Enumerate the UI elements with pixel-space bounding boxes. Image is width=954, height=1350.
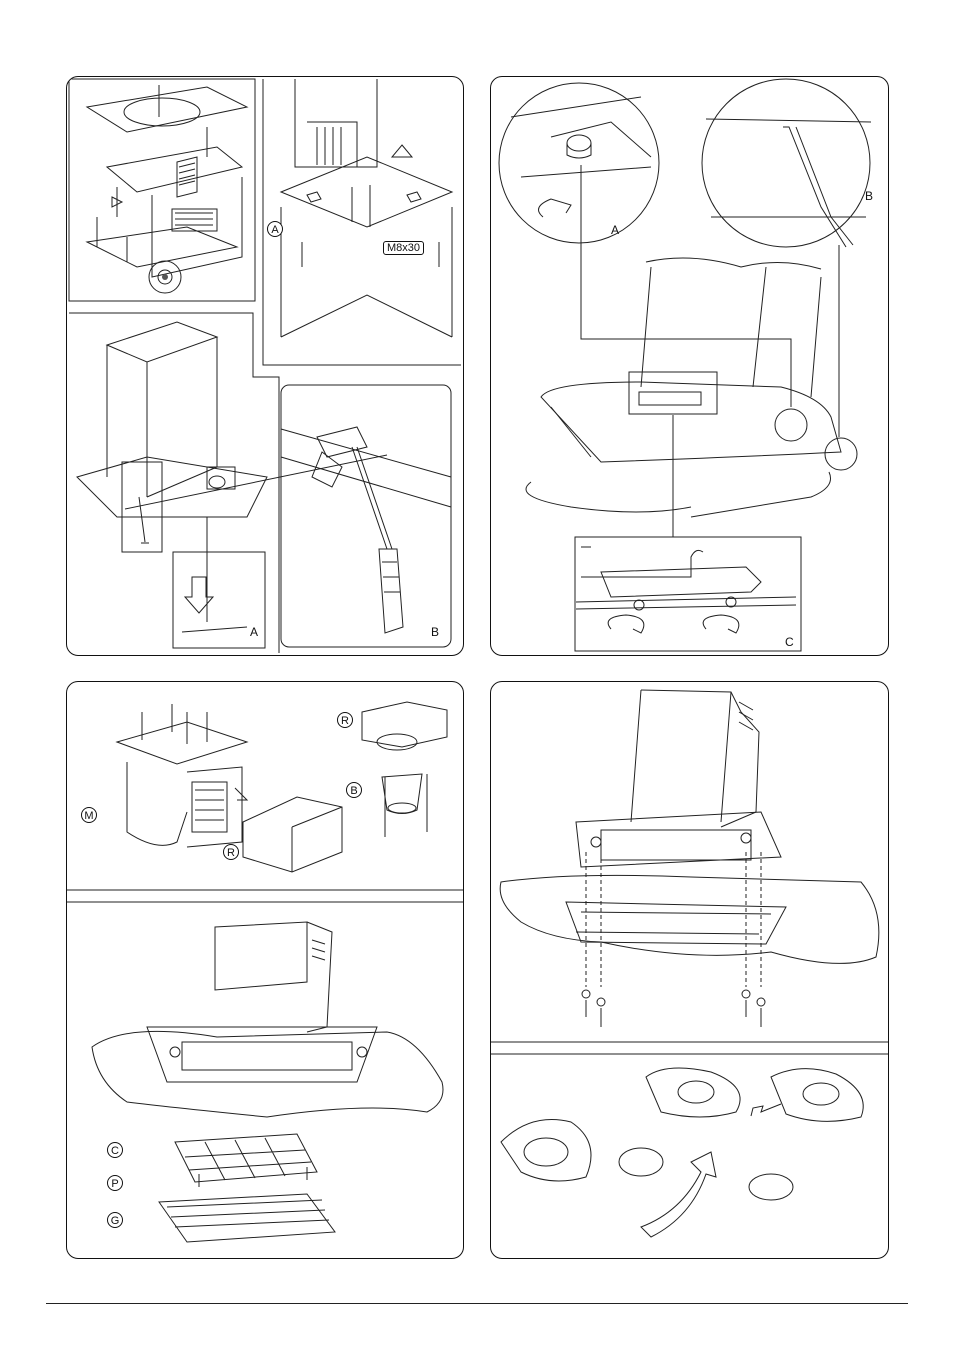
callout-r-bottom: R bbox=[223, 844, 239, 860]
chimney-installation-drawing bbox=[67, 77, 464, 656]
detail-label-c: C bbox=[785, 635, 794, 649]
ducting-filters-drawing bbox=[67, 682, 464, 1259]
callout-r-top: R bbox=[337, 712, 353, 728]
detail-label-a: A bbox=[250, 625, 258, 639]
panel-hood-mounting: A B C bbox=[490, 76, 889, 656]
panel-installation-chimney: A M8x30 A B bbox=[66, 76, 464, 656]
callout-m: M bbox=[81, 807, 97, 823]
bolt-spec-label: M8x30 bbox=[383, 241, 424, 255]
hood-mounting-drawing bbox=[491, 77, 889, 656]
detail-label-b: B bbox=[865, 189, 873, 203]
callout-b: B bbox=[346, 782, 362, 798]
panel-ducting-and-filters: R B M R C P G bbox=[66, 681, 464, 1259]
callout-a: A bbox=[267, 221, 283, 237]
callout-p: P bbox=[107, 1175, 123, 1191]
footer-rule bbox=[46, 1303, 908, 1304]
detail-label-a: A bbox=[611, 223, 619, 237]
glass-lamps-drawing bbox=[491, 682, 889, 1259]
callout-c: C bbox=[107, 1142, 123, 1158]
detail-label-b: B bbox=[431, 625, 439, 639]
panel-glass-and-lamps bbox=[490, 681, 889, 1259]
callout-g: G bbox=[107, 1212, 123, 1228]
